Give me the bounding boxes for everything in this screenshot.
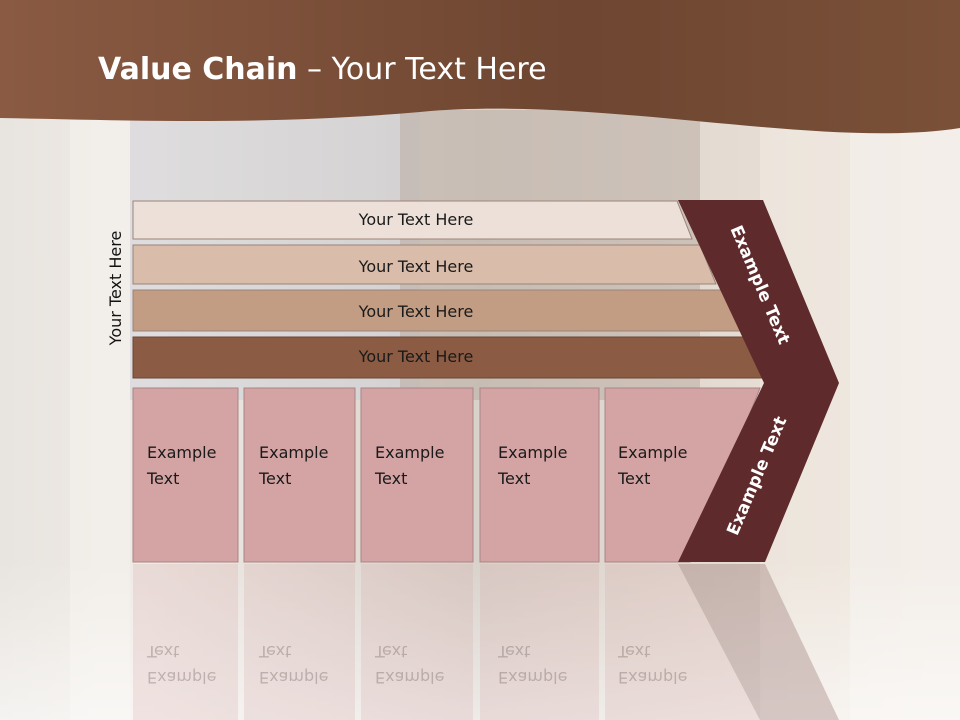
bar-3-label: Your Text Here bbox=[358, 302, 474, 321]
reflection-box-3 bbox=[361, 564, 473, 720]
title-rest: – Your Text Here bbox=[297, 52, 547, 87]
bar-4-label: Your Text Here bbox=[358, 347, 474, 366]
slide-title: Value Chain – Your Text Here bbox=[98, 52, 547, 87]
box-3 bbox=[360, 387, 474, 563]
arrow-bottom-segment bbox=[678, 383, 839, 562]
box-2-line1: Example bbox=[259, 443, 328, 462]
title-bold: Value Chain bbox=[98, 52, 298, 87]
reflection-line2-box-4: Text bbox=[497, 642, 530, 661]
box-4-line1: Example bbox=[498, 443, 567, 462]
box-1 bbox=[132, 387, 239, 563]
bar-2-label: Your Text Here bbox=[358, 257, 474, 276]
reflection-box-5 bbox=[605, 564, 760, 720]
box-2-line2: Text bbox=[258, 469, 291, 488]
box-1-line1: Example bbox=[147, 443, 216, 462]
box-4-line2: Text bbox=[497, 469, 530, 488]
box-2 bbox=[243, 387, 356, 563]
reflection-line1-box-1: Example bbox=[147, 668, 216, 687]
box-3-line1: Example bbox=[375, 443, 444, 462]
reflection-box-1 bbox=[133, 564, 238, 720]
side-label: Your Text Here bbox=[106, 231, 125, 347]
box-3-line2: Text bbox=[374, 469, 407, 488]
box-1-line2: Text bbox=[146, 469, 179, 488]
bar-2 bbox=[132, 244, 717, 285]
reflection-line2-box-3: Text bbox=[374, 642, 407, 661]
reflection-line1-box-2: Example bbox=[259, 668, 328, 687]
reflection-box-2 bbox=[244, 564, 355, 720]
box-5-line2: Text bbox=[617, 469, 650, 488]
reflection-line2-box-1: Text bbox=[146, 642, 179, 661]
reflection-box-4 bbox=[480, 564, 599, 720]
reflection-arrow bbox=[678, 564, 839, 720]
arrow-top-segment bbox=[678, 200, 839, 383]
reflection-line2-box-5: Text bbox=[617, 642, 650, 661]
diagram-reflection bbox=[133, 564, 839, 720]
primary-activities: Example Text Example Text Example Text E… bbox=[132, 387, 761, 563]
reflection-line1-box-5: Example bbox=[618, 668, 687, 687]
box-5-line1: Example bbox=[618, 443, 687, 462]
reflection-text: Example Text Example Text Example Text E… bbox=[146, 642, 687, 687]
reflection-line1-box-4: Example bbox=[498, 668, 567, 687]
reflection-line2-box-2: Text bbox=[258, 642, 291, 661]
reflection-line1-box-3: Example bbox=[375, 668, 444, 687]
box-4 bbox=[479, 387, 600, 563]
bar-1-label: Your Text Here bbox=[358, 210, 474, 229]
support-activities: Your Text Here Your Text Here Your Text … bbox=[132, 200, 765, 379]
bar-1 bbox=[132, 200, 693, 240]
